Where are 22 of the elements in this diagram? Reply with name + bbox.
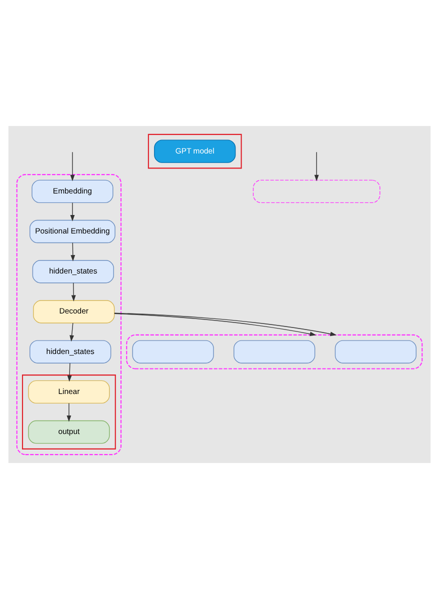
arrow [70, 202, 75, 222]
node-box: Positional Embedding [30, 220, 116, 244]
node-box: output [28, 420, 110, 444]
node-box: GPT model [154, 140, 236, 163]
arrow [67, 362, 72, 382]
node-box [234, 340, 316, 364]
node-box: hidden_states [32, 260, 114, 284]
arrow [66, 402, 72, 422]
node-box: Linear [28, 380, 110, 404]
node-box: Decoder [33, 300, 115, 324]
cluster [126, 334, 423, 370]
arrow [70, 152, 75, 182]
arrow [70, 322, 74, 342]
node-box [334, 340, 416, 364]
node-box: hidden_states [30, 340, 112, 364]
node-box [132, 340, 214, 364]
cluster [148, 134, 242, 169]
arrow [70, 242, 76, 262]
arrow [71, 282, 76, 302]
arrow [314, 152, 319, 182]
node-box: Embedding [32, 180, 114, 204]
node-box [252, 180, 380, 204]
